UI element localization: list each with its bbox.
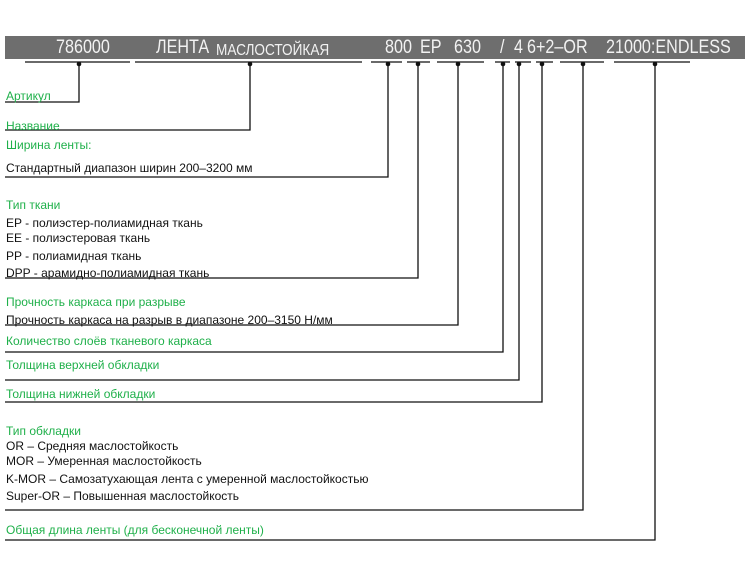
label-bottom-cover: Толщина нижней обкладки (6, 387, 156, 401)
code-bar (5, 36, 745, 59)
cover-item: OR – Средняя маслостойкость (6, 439, 179, 453)
code-length: 21000:ENDLESS (606, 37, 731, 58)
label-name: Название (6, 119, 60, 133)
code-name-small: МАСЛОСТОЙКАЯ (216, 42, 330, 59)
label-strength-title: Прочность каркаса при разрыве (6, 295, 186, 309)
label-width-desc: Стандартный диапазон ширин 200–3200 мм (6, 161, 253, 175)
label-fabric-title: Тип ткани (6, 198, 61, 212)
fabric-item: EE - полиэстеровая ткань (6, 231, 151, 245)
cover-item: MOR – Умеренная маслостойкость (6, 454, 202, 468)
label-article: Артикул (6, 89, 51, 103)
fabric-item: DPP - арамидно-полиамидная ткань (6, 266, 210, 280)
code-slash: / (500, 37, 505, 58)
label-cover-title: Тип обкладки (6, 424, 81, 438)
label-strength-desc: Прочность каркаса на разрыв в диапазоне … (6, 313, 333, 327)
cover-item: K-MOR – Самозатухающая лента с умеренной… (6, 472, 369, 486)
cover-item: Super-OR – Повышенная маслостойкость (6, 489, 239, 503)
label-width-title: Ширина ленты: (6, 138, 92, 152)
fabric-item: EP - полиэстер-полиамидная ткань (6, 216, 203, 230)
code-name-big: ЛЕНТА (156, 37, 210, 58)
fabric-item: PP - полиамидная ткань (6, 249, 142, 263)
label-plies: Количество слоёв тканевого каркаса (6, 334, 212, 348)
code-strength: 630 (454, 37, 481, 58)
code-fabric: EP (420, 37, 442, 58)
label-length: Общая длина ленты (для бесконечной ленты… (6, 523, 264, 537)
code-article: 786000 (56, 37, 110, 58)
code-width: 800 (385, 37, 412, 58)
label-top-cover: Толщина верхней обкладки (6, 358, 160, 372)
code-plies: 4 (514, 37, 523, 58)
code-covers: 6+2–OR (527, 37, 588, 58)
